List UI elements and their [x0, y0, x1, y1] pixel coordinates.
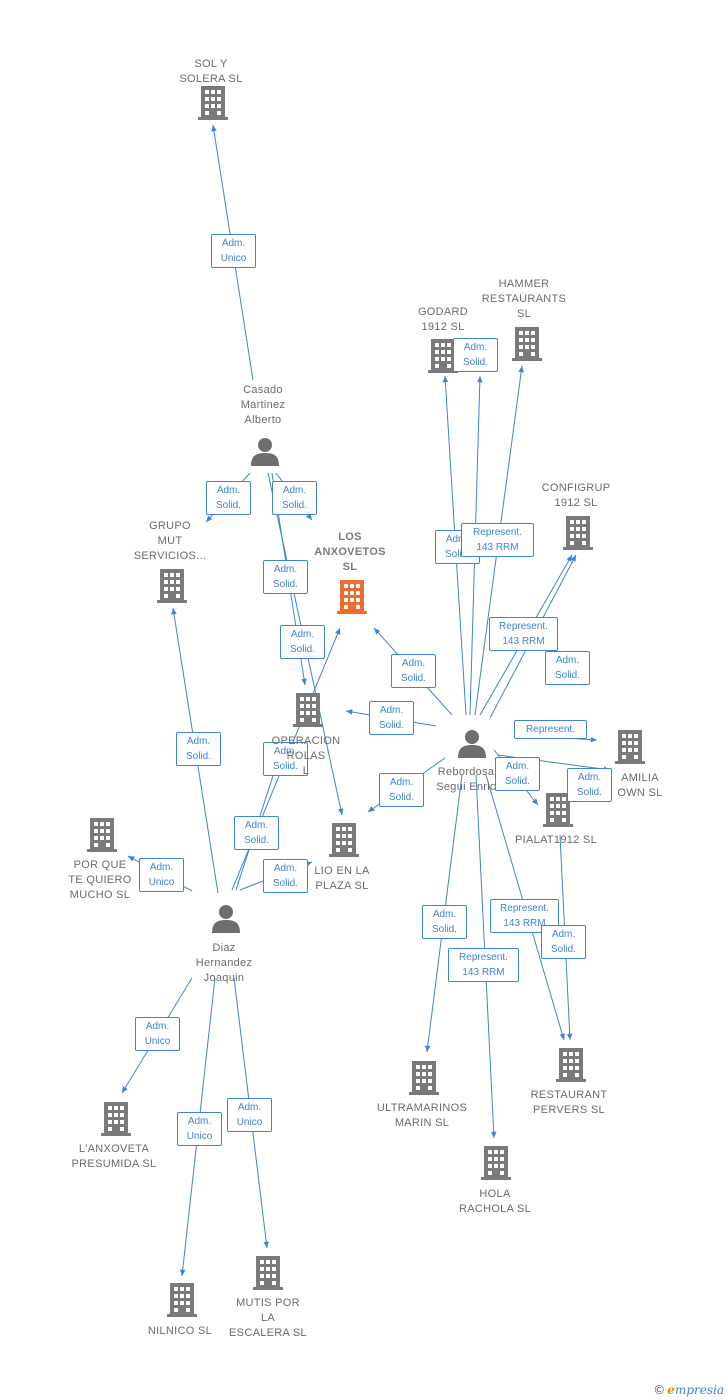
node-label-godard[interactable]: GODARD 1912 SL	[417, 306, 469, 333]
building-icon-configrup[interactable]	[563, 516, 593, 550]
edge-label-rebordosa-to-familia[interactable]: Represent.	[514, 720, 587, 739]
edge-label-rebordosa-to-hola_rachola[interactable]: Represent. 143 RRM	[448, 948, 519, 982]
building-icon-los_anxovetos[interactable]	[337, 580, 367, 614]
edge-label-diaz-to-mutis[interactable]: Adm. Unico	[227, 1098, 272, 1132]
building-icon-ultramarinos[interactable]	[409, 1061, 439, 1095]
edge-label-rebordosa-to-familia[interactable]: Adm. Solid.	[567, 768, 612, 802]
building-icon-operacion[interactable]	[293, 693, 323, 727]
brand-name: mpresia	[674, 1383, 724, 1397]
edge-label-rebordosa-to-hammer[interactable]: Represent. 143 RRM	[461, 523, 534, 557]
node-label-operacion[interactable]: OPERACION ROLAS L	[271, 735, 341, 777]
building-icon-familia[interactable]	[615, 730, 645, 764]
node-label-lio_en_la_plaza[interactable]: LIO EN LA PLAZA SL	[314, 865, 370, 892]
node-label-casado[interactable]: Casado Martinez Alberto	[240, 384, 286, 426]
brand-initial: e	[667, 1383, 675, 1397]
edge-label-casado-to-lio_en_la_plaza[interactable]: Adm. Solid.	[280, 625, 325, 659]
edge-label-casado-to-operacion[interactable]: Adm. Solid.	[272, 481, 317, 515]
edge-label-rebordosa-to-ultramarinos[interactable]: Adm. Solid.	[422, 905, 467, 939]
node-label-rebordosa[interactable]: Rebordosa Segui Enric	[436, 766, 496, 793]
person-icon-casado[interactable]	[251, 438, 279, 466]
edge-label-rebordosa-to-configrup[interactable]: Adm. Solid.	[545, 651, 590, 685]
node-label-ultramarinos[interactable]: ULTRAMARINOS MARIN SL	[376, 1102, 468, 1129]
edge-label-diaz-to-grupo_mut[interactable]: Adm. Solid.	[176, 732, 221, 766]
edge-label-rebordosa-to-los_anxovetos[interactable]: Adm. Solid.	[391, 654, 436, 688]
building-icon-hammer[interactable]	[512, 327, 542, 361]
node-label-anxoveta_presumida[interactable]: L'ANXOVETA PRESUMIDA SL	[71, 1143, 157, 1170]
edge-label-casado-to-operacion[interactable]: Adm. Solid.	[263, 560, 308, 594]
edge-label-diaz-to-anxoveta_presumida[interactable]: Adm. Unico	[135, 1017, 180, 1051]
edge-label-rebordosa-to-operacion[interactable]: Adm. Solid.	[369, 701, 414, 735]
building-icon-por_que_te_quiero[interactable]	[87, 818, 117, 852]
node-label-hola_rachola[interactable]: HOLA RACHOLA SL	[458, 1188, 532, 1215]
edge-label-diaz-to-lio_en_la_plaza[interactable]: Adm. Solid.	[263, 859, 308, 893]
building-icon-lio_en_la_plaza[interactable]	[329, 823, 359, 857]
node-label-familia[interactable]: AMILIA OWN SL	[617, 772, 663, 799]
edge-label-rebordosa-to-godard[interactable]: Adm. Solid.	[453, 338, 498, 372]
edge-label-diaz-to-los_anxovetos[interactable]: Adm. Solid.	[263, 742, 308, 776]
empresia-footer: ©empresia	[653, 1383, 724, 1397]
node-label-nilnico[interactable]: NILNICO SL	[147, 1325, 213, 1337]
edge-label-pialat-to-restaurant_pervers[interactable]: Adm. Solid.	[541, 925, 586, 959]
node-label-restaurant_pervers[interactable]: RESTAURANT PERVERS SL	[530, 1089, 608, 1116]
edge-label-rebordosa-to-lio_en_la_plaza[interactable]: Adm. Solid.	[379, 773, 424, 807]
node-label-pialat[interactable]: PIALAT1912 SL	[515, 834, 597, 846]
building-icon-sol_y_solera[interactable]	[198, 86, 228, 120]
edge-label-casado-to-grupo_mut[interactable]: Adm. Solid.	[206, 481, 251, 515]
node-label-diaz[interactable]: Diaz Hernandez Joaquin	[195, 942, 253, 984]
building-icon-grupo_mut[interactable]	[157, 569, 187, 603]
node-label-mutis[interactable]: MUTIS POR LA ESCALERA SL	[229, 1297, 307, 1339]
building-icon-mutis[interactable]	[253, 1256, 283, 1290]
node-label-grupo_mut[interactable]: GRUPO MUT SERVICIOS...	[133, 520, 207, 562]
edge-label-diaz-to-nilnico[interactable]: Adm. Unico	[177, 1112, 222, 1146]
edge-label-rebordosa-to-configrup[interactable]: Represent. 143 RRM	[489, 617, 558, 651]
copyright-symbol: ©	[653, 1383, 666, 1397]
building-icon-nilnico[interactable]	[167, 1283, 197, 1317]
edge-label-diaz-to-operacion[interactable]: Adm. Solid.	[234, 816, 279, 850]
node-label-por_que_te_quiero[interactable]: POR QUE TE QUIERO MUCHO SL	[68, 859, 132, 901]
edge-label-casado-to-sol_y_solera[interactable]: Adm. Unico	[211, 234, 256, 268]
node-label-hammer[interactable]: HAMMER RESTAURANTS SL	[481, 278, 567, 320]
node-label-los_anxovetos[interactable]: LOS ANXOVETOS SL	[314, 531, 386, 573]
edge-label-diaz-to-por_que_te_quiero[interactable]: Adm. Unico	[139, 858, 184, 892]
person-icon-rebordosa[interactable]	[458, 730, 486, 758]
node-label-sol_y_solera[interactable]: SOL Y SOLERA SL	[179, 58, 243, 85]
building-icon-anxoveta_presumida[interactable]	[101, 1102, 131, 1136]
person-icon-diaz[interactable]	[212, 905, 240, 933]
building-icon-restaurant_pervers[interactable]	[556, 1048, 586, 1082]
building-icon-hola_rachola[interactable]	[481, 1146, 511, 1180]
edge-label-rebordosa-to-pialat[interactable]: Adm. Solid.	[495, 757, 540, 791]
node-label-configrup[interactable]: CONFIGRUP 1912 SL	[541, 482, 611, 509]
